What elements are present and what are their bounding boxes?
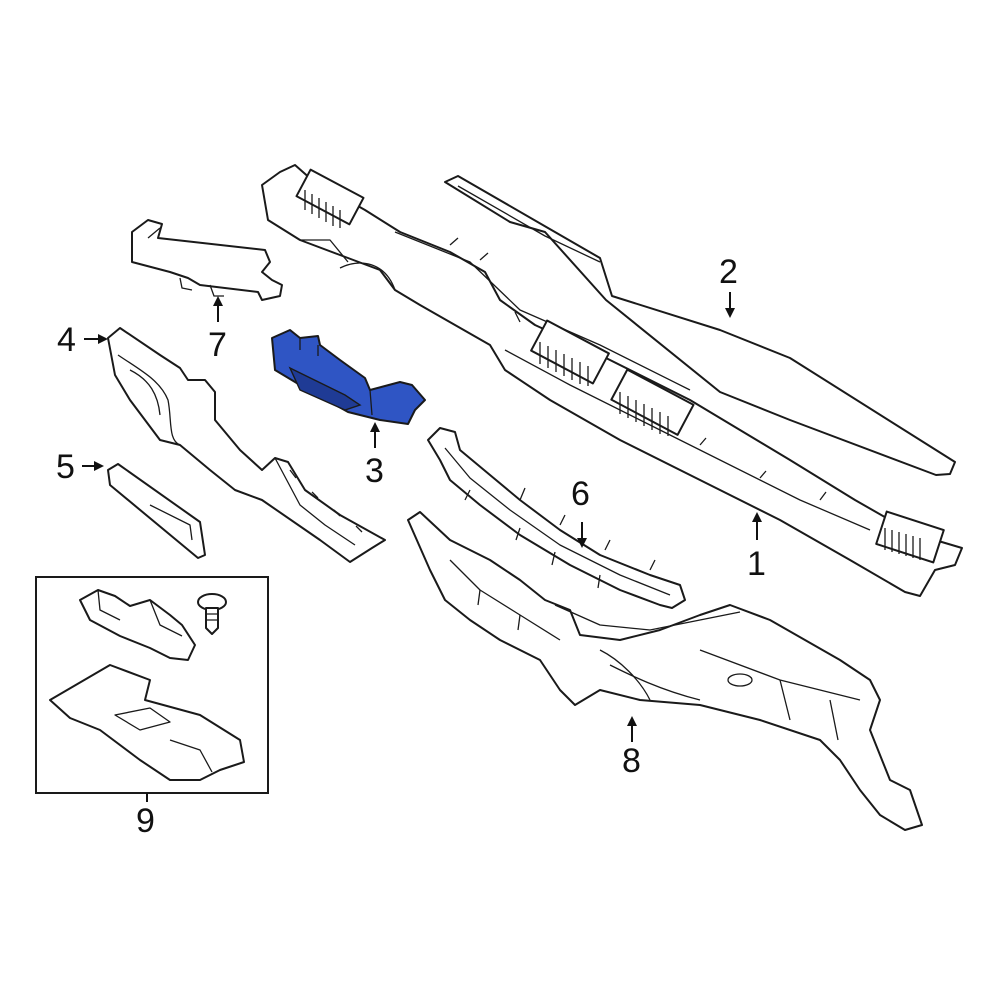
callout-6: 6	[571, 475, 590, 513]
part-9-clip[interactable]	[79, 589, 196, 661]
vent-center-left	[530, 319, 610, 386]
callout-2: 2	[719, 253, 738, 291]
part-2-top-trim[interactable]	[444, 175, 956, 476]
callout-4: 4	[57, 321, 76, 359]
part-8-carrier[interactable]	[407, 511, 923, 831]
screw-icon	[197, 593, 227, 635]
callout-labels: 1 2 3 4 5 6 7 8 9	[56, 253, 766, 840]
vent-center-right	[610, 368, 695, 436]
part-3-highlighted-bracket[interactable]	[271, 329, 426, 425]
callout-8: 8	[622, 742, 641, 780]
callout-7: 7	[208, 326, 227, 364]
vent-right	[875, 510, 945, 564]
part-4-glovebox-door[interactable]	[107, 327, 386, 563]
part-1-dash-frame[interactable]	[261, 164, 963, 597]
part-9-inset	[35, 576, 269, 794]
vent-left	[295, 168, 365, 228]
callout-5: 5	[56, 448, 75, 486]
callout-9: 9	[136, 802, 155, 840]
callout-3: 3	[365, 452, 384, 490]
part-9-plate[interactable]	[49, 664, 245, 781]
callout-arrows	[82, 292, 762, 802]
part-5-panel[interactable]	[107, 463, 206, 559]
part-6-rail[interactable]	[427, 427, 686, 609]
callout-1: 1	[747, 545, 766, 583]
part-7-bracket[interactable]	[131, 219, 283, 301]
